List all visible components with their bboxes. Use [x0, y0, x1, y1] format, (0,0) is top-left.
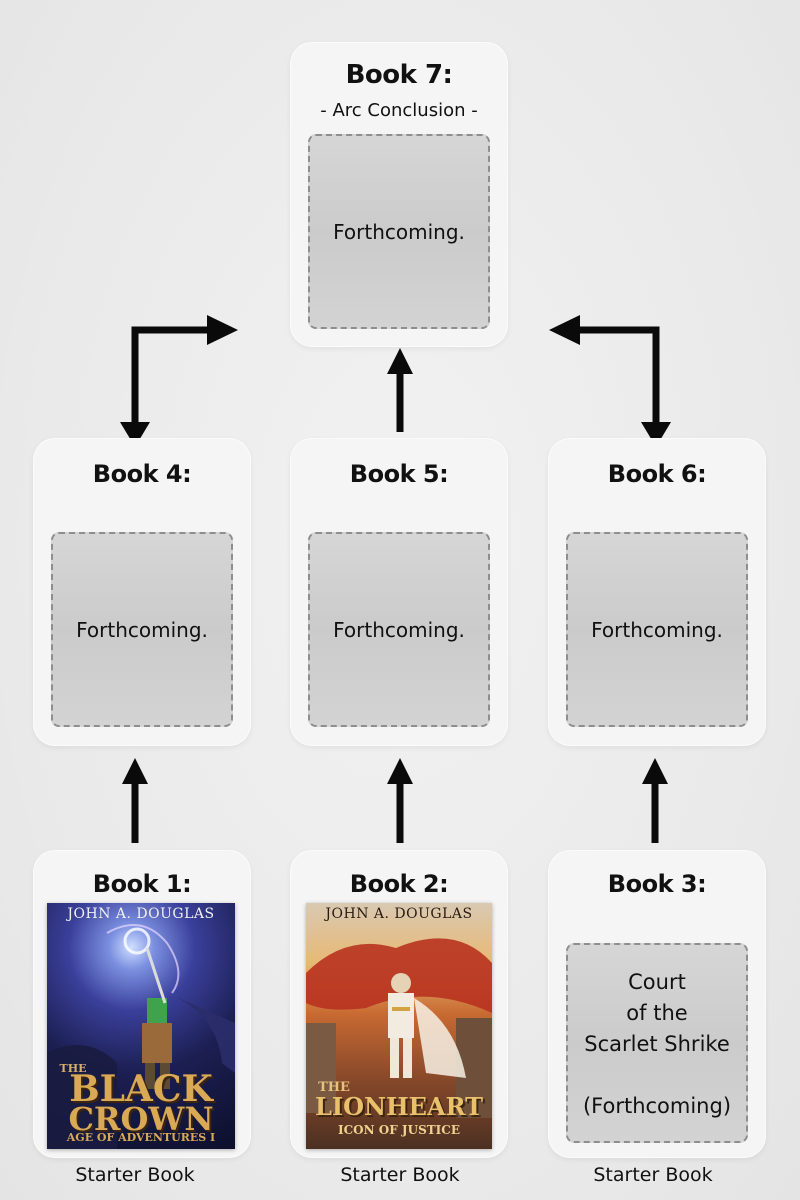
- book1-title-black: BLACK: [69, 1068, 213, 1110]
- book2-card: Book 2: JOHN A. DOUGLAS THE LIONHEART IC…: [290, 850, 508, 1158]
- book1-card: Book 1: JOHN A. DOUGLAS THE BLACK CROWN …: [33, 850, 251, 1158]
- book5-card: Book 5: Forthcoming.: [290, 438, 508, 746]
- book3-line-2: of the: [626, 1001, 688, 1025]
- book2-cover-art: [306, 938, 492, 1118]
- elbow-arrow-icon: [549, 315, 671, 447]
- book1-title-crown: CROWN: [68, 1100, 214, 1138]
- arrow-up-icon: [387, 348, 413, 432]
- book4-placeholder: Forthcoming.: [51, 532, 233, 727]
- book4-title: Book 4:: [92, 460, 192, 488]
- book1-cover[interactable]: JOHN A. DOUGLAS THE BLACK CROWN AGE OF A…: [47, 903, 235, 1149]
- book2-title: Book 2:: [349, 870, 449, 898]
- arrow-up-icon: [387, 758, 413, 843]
- book2-starter-label: Starter Book: [340, 1164, 460, 1186]
- book2-series: ICON OF JUSTICE: [338, 1123, 460, 1137]
- book2-author: JOHN A. DOUGLAS: [325, 906, 473, 922]
- arrow-up-icon: [642, 758, 668, 843]
- book2-cover[interactable]: JOHN A. DOUGLAS THE LIONHEART ICON OF JU…: [306, 903, 492, 1149]
- book1-cover-art: [47, 924, 235, 1149]
- book1-starter-label: Starter Book: [75, 1164, 195, 1186]
- book3-line-3: Scarlet Shrike: [584, 1032, 730, 1056]
- book4-card: Book 4: Forthcoming.: [33, 438, 251, 746]
- book3-placeholder: Court of the Scarlet Shrike (Forthcoming…: [566, 943, 748, 1143]
- book6-placeholder: Forthcoming.: [566, 532, 748, 727]
- book7-placeholder: Forthcoming.: [308, 134, 490, 329]
- book1-title-the: THE: [59, 1062, 87, 1075]
- book2-title-the: THE: [318, 1080, 350, 1095]
- book6-title: Book 6:: [607, 460, 707, 488]
- book3-title: Book 3:: [607, 870, 707, 898]
- book3-line-5: (Forthcoming): [582, 1094, 732, 1118]
- arrow-up-icon: [122, 758, 148, 843]
- book3-starter-label: Starter Book: [593, 1164, 713, 1186]
- book5-title: Book 5:: [349, 460, 449, 488]
- book7-title: Book 7:: [345, 60, 453, 90]
- book1-title: Book 1:: [92, 870, 192, 898]
- book7-subtitle: - Arc Conclusion -: [320, 100, 478, 121]
- book3-line-1: Court: [628, 970, 686, 994]
- book7-card: Book 7: - Arc Conclusion - Forthcoming.: [290, 42, 508, 347]
- elbow-arrow-icon: [120, 315, 238, 447]
- book6-card: Book 6: Forthcoming.: [548, 438, 766, 746]
- book1-series: AGE OF ADVENTURES I: [66, 1131, 216, 1144]
- book5-placeholder: Forthcoming.: [308, 532, 490, 727]
- book3-card: Book 3: Court of the Scarlet Shrike (For…: [548, 850, 766, 1158]
- book1-author: JOHN A. DOUGLAS: [67, 906, 215, 922]
- book2-title-lionheart: LIONHEART: [315, 1092, 483, 1121]
